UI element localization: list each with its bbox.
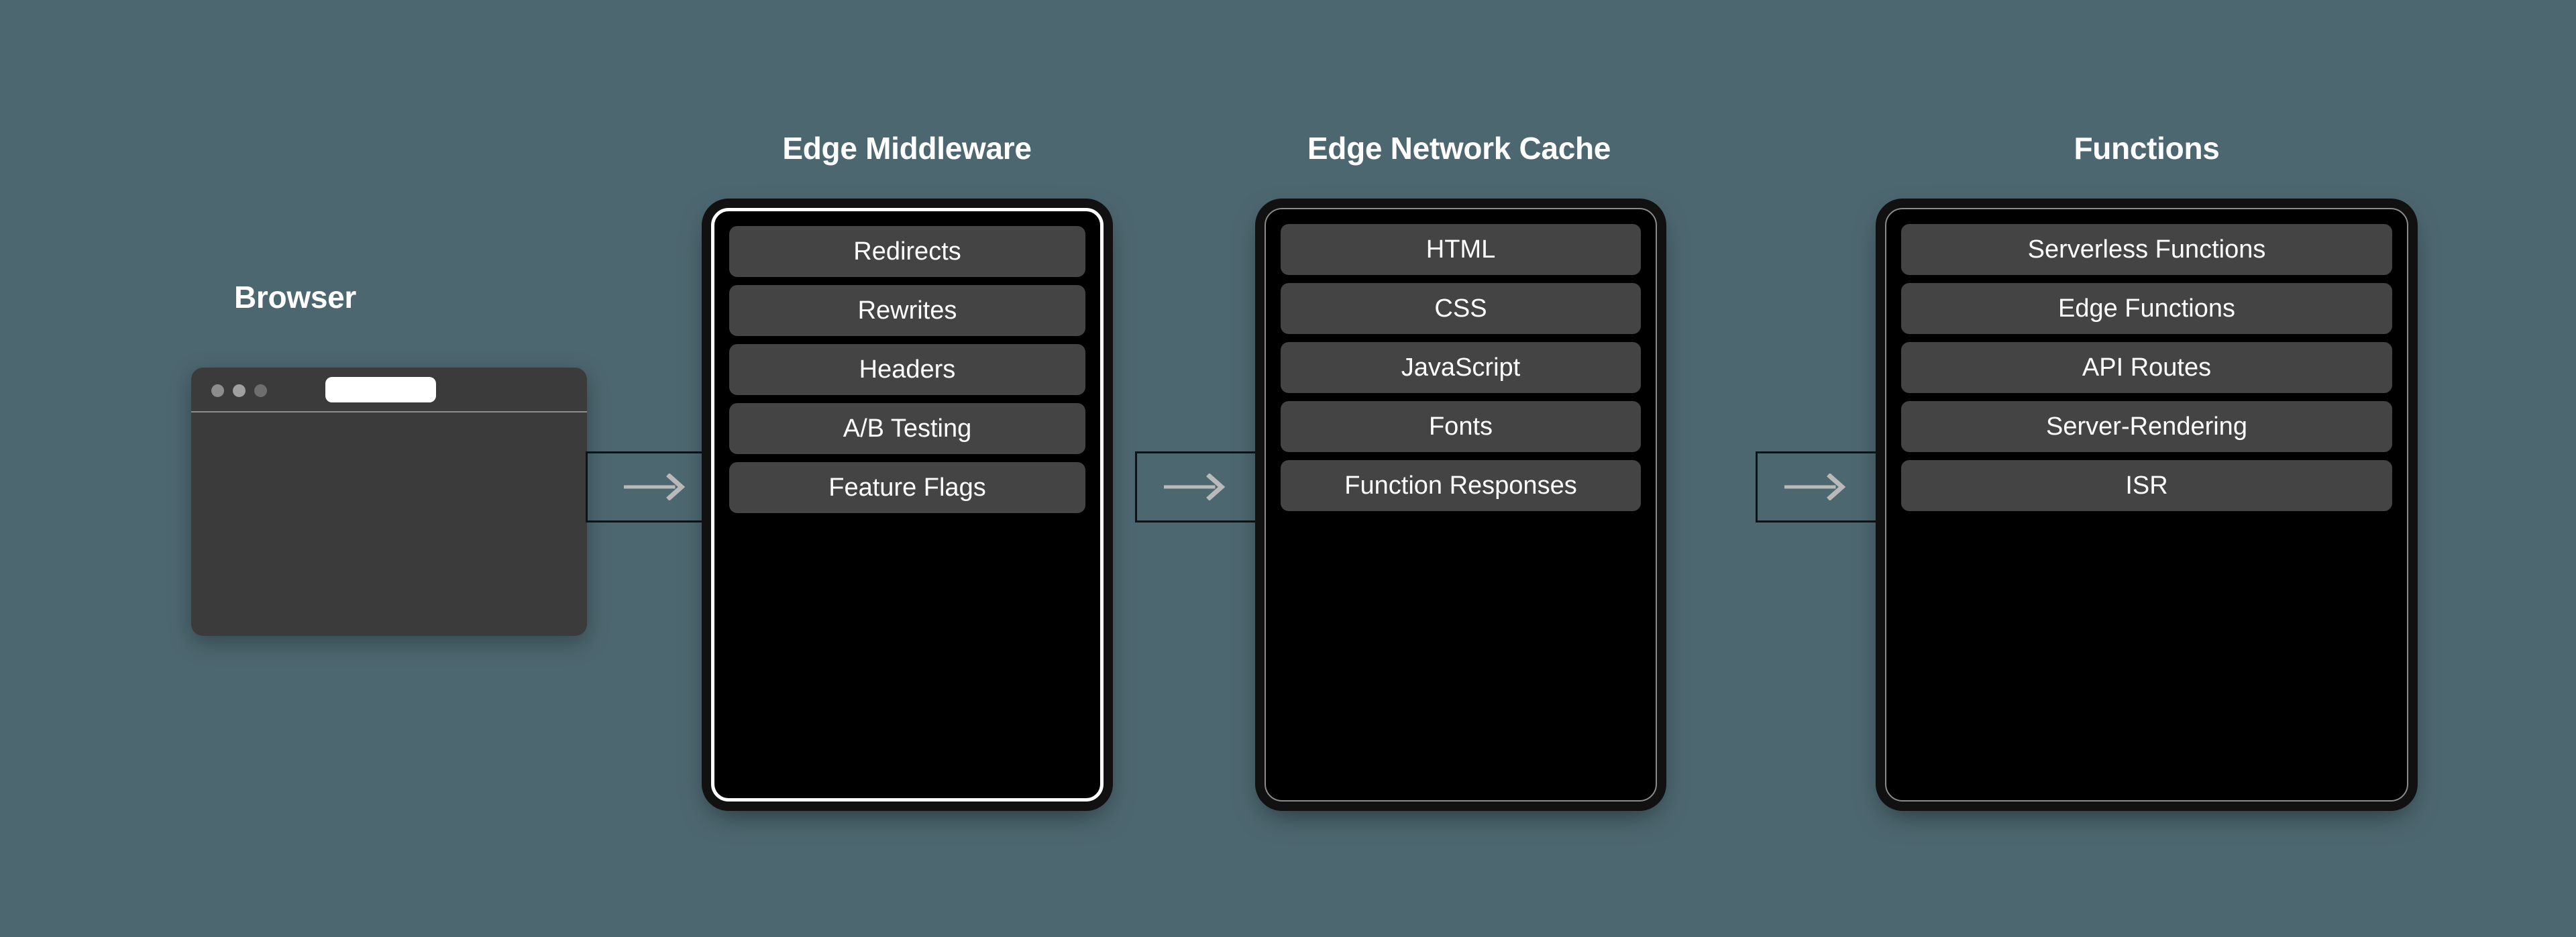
chip-isr[interactable]: ISR	[1901, 460, 2392, 511]
chip-fonts[interactable]: Fonts	[1281, 401, 1641, 452]
chip-feature-flags[interactable]: Feature Flags	[729, 462, 1085, 513]
chip-edge-functions[interactable]: Edge Functions	[1901, 283, 2392, 334]
stage-panel-functions[interactable]: Serverless Functions Edge Functions API …	[1885, 208, 2408, 802]
connector-middleware-to-cache	[1135, 451, 1257, 522]
chip-list-functions: Serverless Functions Edge Functions API …	[1886, 209, 2407, 800]
chip-html[interactable]: HTML	[1281, 224, 1641, 275]
chip-list-edge-middleware: Redirects Rewrites Headers A/B Testing F…	[714, 211, 1100, 798]
arrow-right-icon	[1164, 474, 1226, 500]
browser-title: Browser	[234, 280, 356, 315]
stage-panel-edge-network-cache[interactable]: HTML CSS JavaScript Fonts Function Respo…	[1265, 208, 1657, 802]
chip-function-responses[interactable]: Function Responses	[1281, 460, 1641, 511]
dot-red-icon	[211, 384, 224, 397]
chip-css[interactable]: CSS	[1281, 283, 1641, 334]
connector-browser-to-middleware	[586, 451, 726, 522]
chip-ab-testing[interactable]: A/B Testing	[729, 403, 1085, 454]
stage-title-functions: Functions	[2074, 131, 2220, 166]
arrow-right-icon	[623, 474, 685, 500]
browser-chrome-bar	[191, 368, 587, 412]
chip-list-edge-network-cache: HTML CSS JavaScript Fonts Function Respo…	[1266, 209, 1656, 800]
connector-cache-to-functions	[1756, 451, 1878, 522]
chip-server-rendering[interactable]: Server-Rendering	[1901, 401, 2392, 452]
arrow-right-icon	[1784, 474, 1846, 500]
chip-redirects[interactable]: Redirects	[729, 226, 1085, 277]
url-bar[interactable]	[325, 377, 436, 402]
stage-panel-edge-middleware[interactable]: Redirects Rewrites Headers A/B Testing F…	[711, 208, 1104, 802]
browser-window	[191, 368, 587, 636]
stage-panel-edge-network-cache-wrap: HTML CSS JavaScript Fonts Function Respo…	[1265, 208, 1657, 802]
chip-serverless-functions[interactable]: Serverless Functions	[1901, 224, 2392, 275]
stage-title-edge-network-cache: Edge Network Cache	[1307, 131, 1611, 166]
chip-headers[interactable]: Headers	[729, 344, 1085, 395]
dot-yellow-icon	[233, 384, 246, 397]
chip-javascript[interactable]: JavaScript	[1281, 342, 1641, 393]
stage-title-edge-middleware: Edge Middleware	[782, 131, 1032, 166]
dot-green-icon	[254, 384, 267, 397]
chip-rewrites[interactable]: Rewrites	[729, 285, 1085, 336]
browser-viewport	[191, 412, 587, 636]
stage-panel-functions-wrap: Serverless Functions Edge Functions API …	[1885, 208, 2408, 802]
stage-panel-edge-middleware-wrap: Redirects Rewrites Headers A/B Testing F…	[711, 208, 1104, 802]
traffic-light-group	[211, 384, 267, 397]
chip-api-routes[interactable]: API Routes	[1901, 342, 2392, 393]
